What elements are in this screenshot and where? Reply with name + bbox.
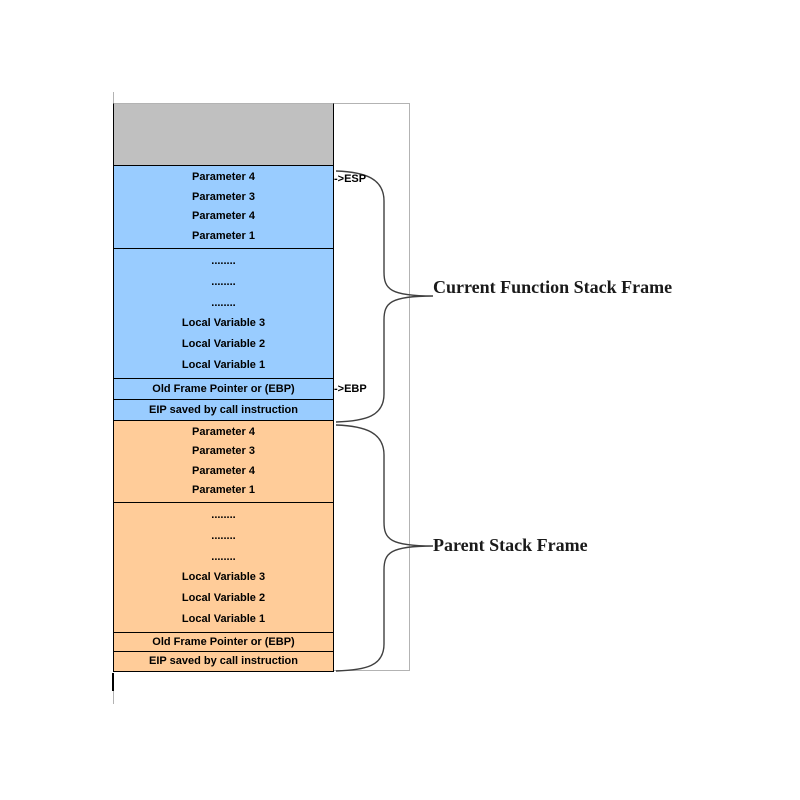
stack-row: EIP saved by call instruction: [149, 403, 298, 416]
parent-frame-heading: Parent Stack Frame: [433, 535, 588, 555]
stack-row: Parameter 1: [192, 483, 255, 496]
stack-row: ........: [211, 508, 236, 521]
esp-pointer-label: ->ESP: [334, 173, 367, 185]
unallocated-stack-block: [113, 103, 334, 166]
text-cursor-tail: [113, 691, 114, 704]
parent-frame-saved-eip: EIP saved by call instruction: [113, 651, 334, 672]
stack-row: Local Variable 3: [181, 317, 266, 330]
stack-row: ........: [211, 550, 236, 563]
current-frame-saved-eip: EIP saved by call instruction: [113, 399, 334, 421]
current-frame-parameters: Parameter 4 Parameter 3 Parameter 4 Para…: [113, 165, 334, 249]
stack-row: Parameter 4: [192, 426, 255, 439]
stack-row: Parameter 3: [192, 190, 255, 203]
stack-row: Local Variable 1: [181, 359, 266, 372]
stack-row: ........: [211, 296, 236, 309]
parent-frame-locals: ........ ........ ........ Local Variabl…: [113, 502, 334, 633]
current-frame-locals: ........ ........ ........ Local Variabl…: [113, 248, 334, 379]
stack-row: EIP saved by call instruction: [149, 655, 298, 667]
stack-row: Old Frame Pointer or (EBP): [152, 635, 295, 648]
current-frame-saved-ebp: Old Frame Pointer or (EBP): [113, 378, 334, 400]
current-frame-heading: Current Function Stack Frame: [433, 277, 673, 297]
stack-row: Local Variable 2: [181, 338, 266, 351]
stack-row: ........: [211, 254, 236, 267]
stack-row: Parameter 4: [192, 464, 255, 477]
stack-row: ........: [211, 529, 236, 542]
stack-column: Parameter 4 Parameter 3 Parameter 4 Para…: [113, 103, 334, 672]
stack-row: Local Variable 1: [181, 613, 266, 626]
stack-row: Local Variable 2: [181, 592, 266, 605]
top-tick-line: [113, 92, 114, 103]
ebp-pointer-label: ->EBP: [334, 383, 367, 395]
stack-row: Parameter 3: [192, 445, 255, 458]
parent-frame-saved-ebp: Old Frame Pointer or (EBP): [113, 632, 334, 652]
stack-row: Parameter 1: [192, 229, 255, 242]
stack-row: Old Frame Pointer or (EBP): [152, 382, 295, 395]
text-cursor: [112, 673, 114, 691]
stack-row: ........: [211, 275, 236, 288]
stack-row: Parameter 4: [192, 171, 255, 184]
stack-row: Local Variable 3: [181, 571, 266, 584]
stack-row: Parameter 4: [192, 210, 255, 223]
parent-frame-parameters: Parameter 4 Parameter 3 Parameter 4 Para…: [113, 420, 334, 503]
